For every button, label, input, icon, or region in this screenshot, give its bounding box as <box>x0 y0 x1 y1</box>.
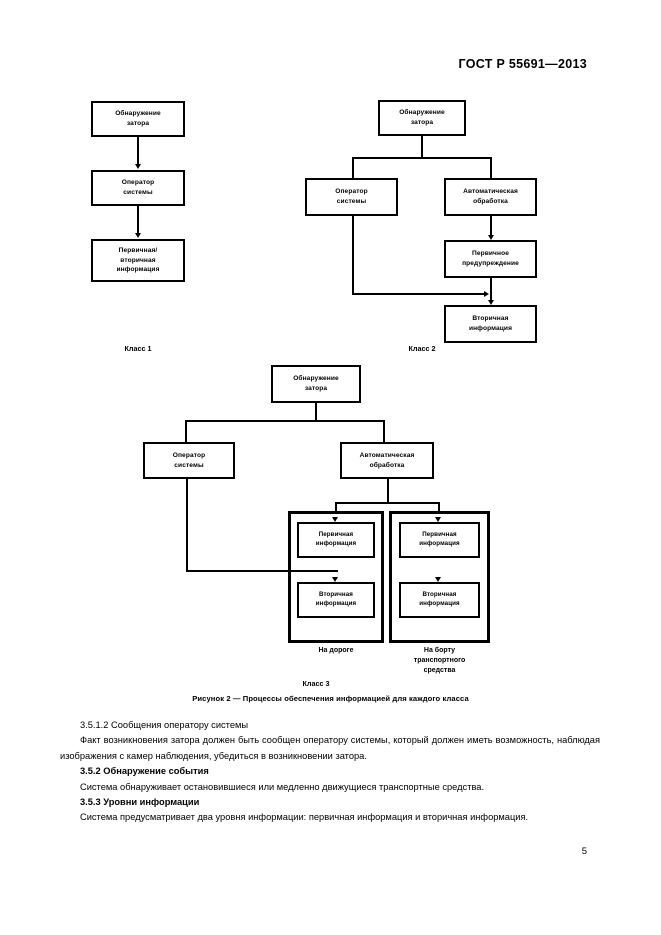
class1-arrow-to-info <box>134 233 141 238</box>
class3-arrow-vehicle-secondary <box>435 577 441 582</box>
class3-connector-operator-down <box>186 479 188 572</box>
class3-connector-bus <box>185 420 385 422</box>
class3-connector-auto-bus <box>335 502 440 504</box>
figure-caption: Рисунок 2 — Процессы обеспечения информа… <box>192 694 469 703</box>
body-text: 3.5.1.2 Сообщения оператору системы Факт… <box>60 718 600 826</box>
class3-arrow-to-vehicle-primary <box>435 517 441 522</box>
class1-connector-detect-operator <box>137 137 139 166</box>
class3-connector-bus-left <box>185 420 187 442</box>
class2-connector-operator-right <box>352 293 487 295</box>
class2-arrow-to-secondary <box>487 300 494 305</box>
class2-arrow-operator-join <box>484 290 489 297</box>
section-353-text: Система предусматривает два уровня инфор… <box>80 812 529 823</box>
class2-label: Класс 2 <box>408 344 436 353</box>
section-353-heading: 3.5.3 Уровни информации <box>80 797 200 808</box>
class3-arrow-to-road-primary <box>332 517 338 522</box>
class2-connector-primary-secondary <box>490 278 492 303</box>
class3-connector-operator-right <box>186 570 338 572</box>
class1-label: Класс 1 <box>124 344 152 353</box>
class3-arrow-road-secondary <box>332 577 338 582</box>
class3-connector-detect-down <box>315 403 317 421</box>
class1-connector-operator-info <box>137 206 139 235</box>
class2-connector-bus <box>352 157 492 159</box>
section-352-text: Система обнаруживает остановившиеся или … <box>80 781 485 792</box>
class3-group-label-road: На дороге <box>318 647 354 654</box>
class2-connector-auto-primary <box>490 216 492 238</box>
class3-connector-bus-right <box>383 420 385 442</box>
page-header-standard-number: ГОСТ Р 55691—2013 <box>458 57 587 71</box>
section-3512-heading: 3.5.1.2 Сообщения оператору системы <box>80 720 249 730</box>
class1-arrow-to-operator <box>134 164 141 169</box>
class3-label: Класс 3 <box>302 679 330 688</box>
class2-connector-operator-down <box>352 216 354 294</box>
section-3512-text: Факт возникновения затора должен быть со… <box>60 735 600 761</box>
class2-connector-bus-right <box>490 157 492 178</box>
class2-connector-detect-down <box>421 136 423 158</box>
page-number: 5 <box>581 846 587 857</box>
class3-connector-auto-down <box>387 479 389 503</box>
section-352-heading: 3.5.2 Обнаружение события <box>80 766 209 777</box>
class2-connector-bus-left <box>352 157 354 178</box>
class2-arrow-to-primary <box>487 235 494 240</box>
